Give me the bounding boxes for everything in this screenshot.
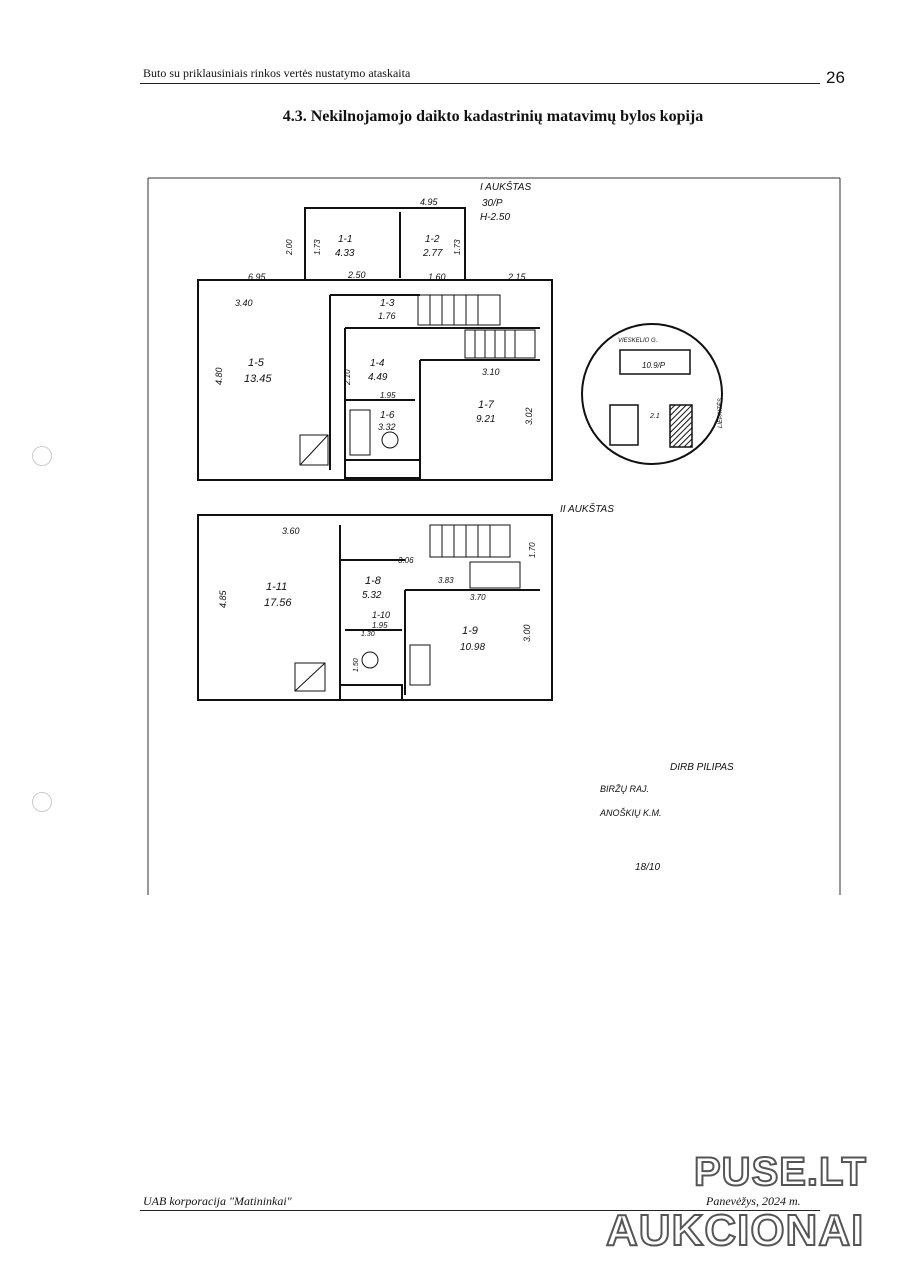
punch-hole-bottom	[32, 792, 52, 812]
stamp-line-2: BIRŽŲ RAJ.	[600, 784, 649, 794]
dim-3-02: 3.02	[524, 407, 534, 425]
dim-1-60: 1.60	[428, 272, 446, 282]
page-number: 26	[826, 68, 845, 87]
room-1-4-id: 1-4	[370, 358, 385, 369]
cadastral-floor-plan: I AUKŠTAS 30/P H-2.50 II AUKŠTAS 1-1 4.3…	[147, 177, 841, 895]
room-1-9-area: 10.98	[460, 642, 485, 653]
room-1-6-id: 1-6	[380, 410, 395, 421]
room-1-7-area: 9.21	[476, 414, 495, 425]
room-1-10-id: 1-10	[372, 610, 390, 620]
floor-2-label: II AUKŠTAS	[560, 502, 614, 515]
room-1-6-area: 3.32	[378, 422, 396, 432]
dim-4-95: 4.95	[420, 197, 439, 207]
watermark-line-1: PUSE.LT	[693, 1149, 867, 1195]
footer-company: UAB korporacija "Matininkai"	[143, 1194, 292, 1208]
room-1-3-id: 1-3	[380, 298, 395, 309]
stamp-line-3: ANOŠKIŲ K.M.	[599, 808, 662, 818]
watermark-line-2: AUKCIONAI	[605, 1205, 865, 1256]
floor-2-stairs	[294, 524, 521, 692]
dim-3-10: 3.10	[482, 367, 500, 377]
punch-hole-top	[32, 446, 52, 466]
sheet-border	[147, 177, 841, 895]
room-1-11-area: 17.56	[264, 597, 292, 609]
site-street-label: VIESKELIO G.	[618, 338, 657, 344]
dim-2-00: 2.00	[285, 239, 294, 256]
report-header-title: Buto su priklausiniais rinkos vertės nus…	[143, 66, 411, 80]
room-1-2-area: 2.77	[422, 248, 443, 259]
footer-place-date: Panevėžys, 2024 m.	[706, 1194, 801, 1208]
header-rule	[140, 83, 820, 84]
dim-4-80: 4.80	[214, 367, 224, 385]
dim-3-00: 3.00	[522, 624, 532, 642]
floor-1-note-2: H-2.50	[480, 212, 510, 223]
room-1-5-area: 13.45	[244, 373, 272, 385]
floor-2-plan	[197, 514, 553, 701]
stamp-line-4: 18/10	[635, 862, 660, 873]
dim-1-30: 1.30	[361, 631, 375, 638]
dim-3-60: 3.60	[282, 526, 300, 536]
dim-1-70: 1.70	[528, 542, 537, 558]
site-plan-inset	[581, 323, 723, 465]
site-side-street-label: LIEPAITĖS	[717, 398, 724, 428]
stamp-line-1: DIRB PILIPAS	[670, 762, 734, 773]
dim-4-85: 4.85	[218, 589, 228, 608]
floor-1-note-1: 30/P	[482, 198, 503, 209]
room-1-3-area: 1.76	[378, 311, 396, 321]
dim-1-50: 1.50	[353, 658, 360, 672]
site-building-label: 10.9/P	[642, 361, 666, 370]
room-1-11-id: 1-11	[266, 581, 287, 593]
room-1-1-id: 1-1	[338, 234, 352, 245]
room-1-8-area: 5.32	[362, 590, 382, 601]
dim-1-73-a: 1.73	[313, 239, 322, 255]
room-1-2-id: 1-2	[425, 234, 440, 245]
dim-3-70: 3.70	[470, 593, 486, 602]
room-1-1-area: 4.33	[335, 248, 355, 259]
floor-1-label: I AUKŠTAS	[480, 180, 531, 193]
dim-6-95: 6.95	[248, 272, 267, 282]
dim-1-73-b: 1.73	[453, 239, 462, 255]
dim-3-83: 3.83	[438, 576, 454, 585]
room-1-9-id: 1-9	[462, 625, 478, 637]
dim-2-50: 2.50	[347, 270, 366, 280]
site-shed-label: 2.1	[649, 413, 660, 420]
floor-1-stairs	[299, 294, 536, 466]
dim-3-40: 3.40	[235, 298, 253, 308]
room-1-8-id: 1-8	[365, 575, 382, 587]
room-1-7-id: 1-7	[478, 399, 495, 411]
dim-2-10: 2.10	[343, 369, 352, 386]
room-1-5-id: 1-5	[248, 357, 265, 369]
dim-3-06: 3.06	[398, 556, 414, 565]
dim-2-15: 2.15	[507, 272, 527, 282]
footer-rule	[140, 1210, 820, 1211]
dim-1-95: 1.95	[380, 391, 396, 400]
section-title: 4.3. Nekilnojamojo daikto kadastrinių ma…	[282, 108, 704, 125]
room-1-10-area: 1.95	[372, 621, 388, 630]
floor-1-plan	[197, 207, 553, 481]
room-1-4-area: 4.49	[368, 372, 388, 383]
